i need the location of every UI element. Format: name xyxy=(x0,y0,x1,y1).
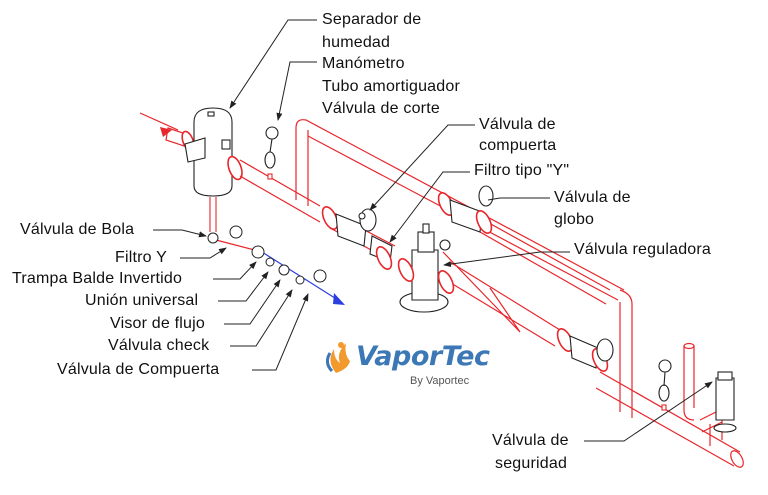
label-compuerta-line1: Válvula de xyxy=(479,116,556,133)
y-strainer xyxy=(369,235,393,270)
label-visor-flujo: Visor de flujo xyxy=(110,315,206,332)
label-reguladora: Válvula reguladora xyxy=(574,241,712,258)
label-seguridad-line1: Válvula de xyxy=(492,432,569,449)
flame-logo-icon xyxy=(326,342,350,373)
leader-lines xyxy=(153,19,713,442)
label-valvula-corte: Válvula de corte xyxy=(322,100,440,117)
label-seguridad-line2: seguridad xyxy=(495,455,568,472)
pressure-gauge-1 xyxy=(264,126,279,180)
vaportec-logo: VaporTec By Vaportec xyxy=(326,337,490,393)
condensate-drain xyxy=(207,197,345,305)
label-tubo-amortiguador: Tubo amortiguador xyxy=(322,78,460,95)
safety-valve xyxy=(713,371,737,433)
flow-arrow-icon xyxy=(160,127,172,137)
label-globo-line2: globo xyxy=(554,211,595,228)
globe-valve xyxy=(437,185,494,234)
moisture-separator xyxy=(184,107,243,197)
label-compuerta-line2: compuerta xyxy=(479,137,557,154)
label-globo-line1: Válvula de xyxy=(554,189,631,206)
brand-tagline: By Vaportec xyxy=(410,375,470,387)
label-filtro-tipo-y: Filtro tipo "Y" xyxy=(474,162,570,179)
brand-name: VaporTec xyxy=(356,341,490,372)
label-valvula-bola: Válvula de Bola xyxy=(20,221,135,238)
flow-arrow-icon xyxy=(333,293,345,305)
gate-valve xyxy=(321,206,377,247)
pressure-regulator xyxy=(397,223,455,313)
pressure-gauge-2 xyxy=(658,359,672,411)
label-separador-line2: humedad xyxy=(322,34,391,51)
label-manometro: Manómetro xyxy=(322,55,405,72)
label-valvula-compuerta-cond: Válvula de Compuerta xyxy=(57,361,220,378)
label-valvula-check: Válvula check xyxy=(108,337,210,354)
label-filtro-y: Filtro Y xyxy=(115,249,167,266)
label-separador-line1: Separador de xyxy=(322,11,422,28)
label-union-universal: Unión universal xyxy=(85,292,199,309)
label-trampa: Trampa Balde Invertido xyxy=(12,270,183,287)
bypass-globe-valve xyxy=(556,328,614,372)
